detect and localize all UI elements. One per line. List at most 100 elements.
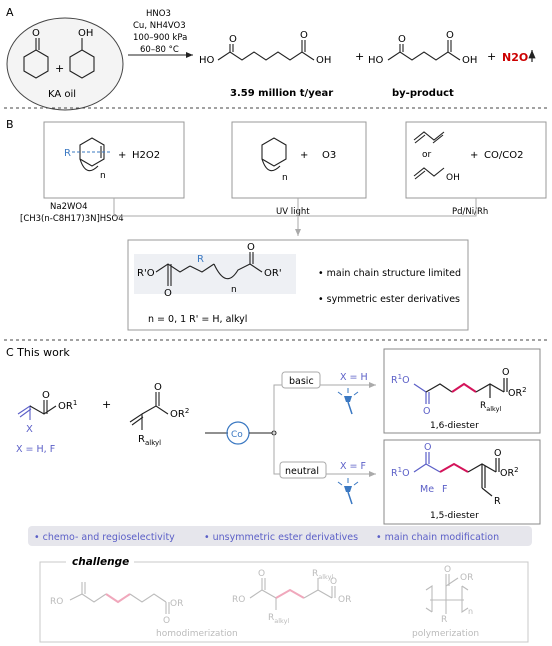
svg-text:+: + [355,50,364,63]
svg-text:n: n [468,607,473,616]
catalyst-1a: Na2WO4 [50,202,87,212]
basic-label: basic [289,376,314,387]
svg-text:R'O: R'O [137,268,155,279]
x-h-label: X = H [340,372,368,383]
section-b-label: B [6,118,14,131]
svg-text:n: n [231,285,237,295]
diester-b-structure [155,252,263,286]
svg-text:OH: OH [78,28,93,39]
svg-text:n: n [282,173,288,183]
glutaric-acid-structure [387,40,461,61]
bullet-2: • symmetric ester derivatives [318,294,460,305]
svg-text:OR2: OR2 [170,407,189,420]
butadiene-structure [413,131,445,144]
homodimer-1-structure [69,582,170,614]
acrylate-x-structure [17,400,57,420]
catalyst-3: Pd/Ni/Rh [452,207,488,217]
svg-text:O: O [423,406,430,417]
co-label: CO/CO2 [484,150,523,161]
neutral-label: neutral [285,466,319,477]
reagent-2: Cu, NH4VO3 [133,21,186,31]
light-icon-bottom [337,478,359,505]
svg-text:Ralkyl: Ralkyl [138,434,161,447]
reagent-4: 60–80 °C [140,45,179,55]
alkyl-acrylate-structure [129,392,169,430]
diester-15-label: 1,5-diester [430,511,479,521]
svg-text:OR2: OR2 [500,466,519,479]
svg-text:R1O: R1O [391,373,410,386]
diester-15-structure [413,452,500,497]
svg-text:O: O [163,616,170,626]
svg-text:n: n [100,171,106,181]
svg-text:+: + [470,150,478,161]
olefin-box [43,121,185,199]
production-label: 3.59 million t/year [230,88,333,99]
svg-text:O: O [258,569,265,579]
svg-text:+: + [118,150,126,161]
ka-oil-label: KA oil [48,89,76,100]
svg-text:O: O [398,34,406,45]
section-a-label: A [6,6,14,19]
svg-text:X: X [26,424,33,435]
svg-text:OR': OR' [264,268,282,279]
butenol-structure [413,167,445,180]
cycloalkene-structure [79,137,105,172]
x-definition: X = H, F [16,444,55,455]
svg-text:F: F [442,484,447,495]
svg-text:O: O [446,30,454,41]
feature-3: • main chain modification [376,532,499,543]
svg-text:+: + [102,398,111,411]
svg-text:+: + [487,50,496,63]
light-icon-top [337,388,359,415]
cycloalkane-box [231,121,367,199]
svg-text:RO: RO [232,595,245,605]
challenge-box [39,561,529,643]
svg-text:or: or [422,150,432,160]
challenge-homodimerization: homodimerization [156,629,238,639]
feature-1: • chemo- and regioselectivity [34,532,175,543]
cyclohexanone-structure [23,38,49,79]
svg-text:R1O: R1O [391,466,410,479]
svg-text:OH: OH [446,173,460,183]
cyclohexanol-structure [69,38,95,79]
svg-text:OR: OR [338,595,351,605]
catalyst-2: UV light [276,207,310,217]
diester-16-label: 1,6-diester [430,421,479,431]
svg-text:OR: OR [460,573,473,583]
challenge-polymerization: polymerization [412,629,479,639]
diester-16-structure [413,378,508,404]
plus-a: + [55,62,64,75]
svg-text:O: O [424,442,431,453]
conditions-text: n = 0, 1 R' = H, alkyl [148,314,247,325]
bullet-1: • main chain structure limited [318,268,461,279]
svg-text:R: R [441,615,447,625]
svg-text:O: O [32,28,40,39]
svg-text:OH: OH [462,55,477,66]
svg-text:O: O [247,242,255,253]
section-c-label: C This work [6,346,70,359]
svg-text:O: O [494,448,501,459]
homodimer-2-structure [249,578,336,610]
svg-text:O: O [502,367,509,378]
svg-text:HO: HO [199,55,215,66]
co-catalyst-label: Co [231,430,243,440]
svg-text:O: O [300,30,308,41]
svg-text:O: O [444,565,451,575]
svg-text:O: O [229,34,237,45]
svg-text:OR2: OR2 [508,386,527,399]
svg-text:OH: OH [316,55,331,66]
o3-label: O3 [322,150,336,161]
svg-text:O: O [42,390,50,401]
diester-16-box [383,348,541,434]
svg-text:R: R [64,148,71,159]
svg-text:Me: Me [420,484,434,495]
svg-text:+: + [300,150,308,161]
cycloalkane-structure [261,137,287,172]
x-f-label: X = F [340,461,366,472]
svg-text:HO: HO [368,55,384,66]
polymer-structure [425,574,469,614]
n2o-label: N2O [502,51,528,64]
feature-2: • unsymmetric ester derivatives [204,532,358,543]
reagent-3: 100–900 kPa [133,33,187,43]
